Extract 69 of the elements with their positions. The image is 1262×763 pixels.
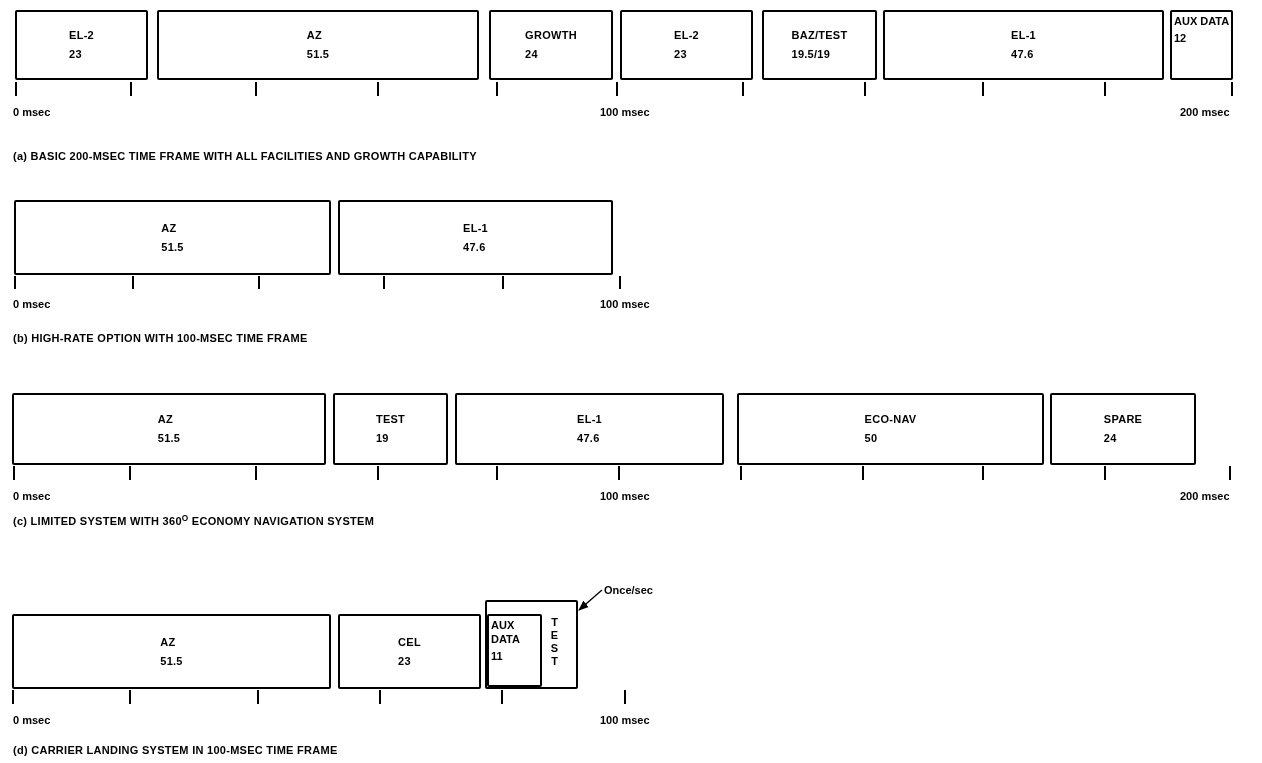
slot-name: AZ [161, 221, 177, 235]
slot-name: EL-1 [577, 413, 602, 426]
axis-label: 0 msec [13, 297, 51, 312]
slot-name: AUX DATA [491, 618, 521, 646]
slot-duration: 24 [1103, 432, 1117, 445]
slot-duration: 24 [525, 48, 538, 61]
slot-duration: 19.5/19 [791, 48, 831, 61]
note-text: Once/sec [604, 582, 668, 598]
time-slot-box [1170, 10, 1233, 80]
slot-name: BAZ/TEST [791, 29, 848, 42]
slot-duration: 23 [69, 48, 82, 61]
slot-name: ECO-NAV [864, 413, 917, 426]
time-slot-box [157, 10, 479, 80]
axis-label: 100 msec [600, 105, 650, 120]
time-slot-box [620, 10, 753, 80]
slot-name: AZ [160, 635, 176, 649]
time-slot-box [487, 614, 542, 687]
time-slot-box [15, 10, 148, 80]
time-slot-box [883, 10, 1164, 80]
time-slot-box [338, 614, 481, 689]
slot-duration: 23 [398, 654, 411, 668]
time-slot-box [737, 393, 1044, 465]
slot-name: AZ [306, 29, 322, 42]
slot-name: GROWTH [525, 29, 577, 42]
slot-duration: 50 [864, 432, 878, 445]
time-slot-box [1050, 393, 1196, 465]
slot-name: TEST [375, 413, 406, 426]
time-slot-box [489, 10, 613, 80]
figure-caption: (d) CARRIER LANDING SYSTEM IN 100-MSEC TIME FRAME [13, 743, 338, 758]
time-slot-box [455, 393, 724, 465]
slot-duration: 23 [674, 48, 687, 61]
axis-label: 100 msec [600, 489, 650, 504]
slot-duration: 51.5 [161, 240, 184, 254]
time-slot-box [762, 10, 877, 80]
axis-label: 0 msec [13, 105, 51, 120]
slot-duration: 47.6 [577, 432, 600, 445]
figure-caption: (a) BASIC 200-MSEC TIME FRAME WITH ALL FACILITIES AND GROWTH CAPABILITY [13, 149, 477, 164]
slot-duration: 19 [375, 432, 389, 445]
slot-name: EL-2 [69, 29, 94, 42]
figure-caption: (b) HIGH-RATE OPTION WITH 100-MSEC TIME FRAME [13, 331, 308, 346]
slot-duration: 12 [1174, 31, 1187, 45]
slot-duration: 47.6 [1011, 48, 1034, 61]
time-slot-box [12, 393, 326, 465]
time-slot-box [485, 600, 578, 689]
axis-label: 100 msec [600, 713, 650, 728]
axis-label: 0 msec [13, 713, 51, 728]
slot-name: EL-1 [463, 221, 488, 235]
leader-arrow [578, 589, 603, 611]
time-slot-box [12, 614, 331, 689]
figure-caption: (c) LIMITED SYSTEM WITH 360$^{O}$ ECONOMY NAVIGATION SYSTEM [13, 513, 375, 529]
slot-duration: 47.6 [463, 240, 486, 254]
time-slot-box [338, 200, 613, 275]
axis-label: 100 msec [600, 297, 650, 312]
slot-name: AUX DATA [1174, 14, 1230, 28]
slot-duration: 11 [491, 649, 503, 663]
slot-duration: 51.5 [160, 654, 183, 668]
time-slot-box [14, 200, 331, 275]
slot-name: CEL [398, 635, 421, 649]
slot-name: AZ [157, 413, 173, 426]
slot-name: EL-2 [674, 29, 699, 42]
axis-label: 0 msec [13, 489, 51, 504]
slot-duration: 51.5 [306, 48, 330, 61]
slot-name: SPARE [1103, 413, 1143, 426]
slot-name: EL-1 [1011, 29, 1036, 42]
vertical-slot-name: TEST [549, 616, 560, 668]
time-slot-box [333, 393, 448, 465]
slot-duration: 51.5 [157, 432, 181, 445]
axis-label: 200 msec [1180, 489, 1230, 504]
axis-label: 200 msec [1180, 105, 1230, 120]
